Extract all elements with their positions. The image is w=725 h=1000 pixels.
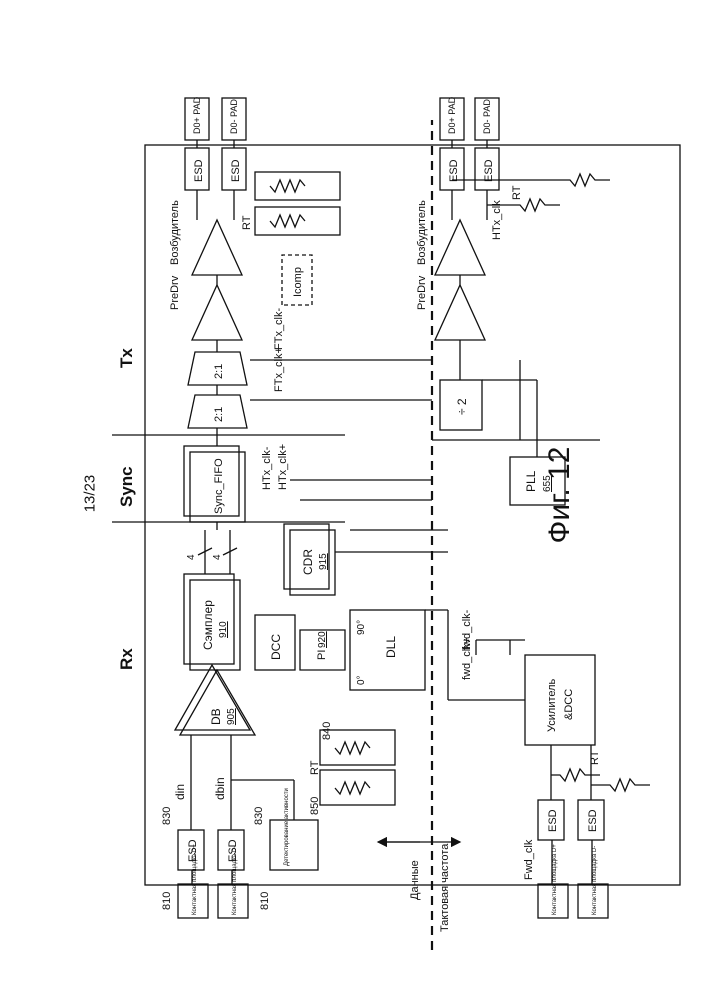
- sampler-label: Сэмплер: [201, 600, 215, 650]
- amp-label: Усилитель: [546, 678, 558, 732]
- bus-width-1: 4: [186, 554, 197, 560]
- tx-rt-label: RT: [241, 215, 253, 230]
- clk-pad-dp-label: Контактная площадка D+: [552, 844, 558, 915]
- signal-fwd-clk-n: fwd_clk-: [461, 609, 473, 650]
- clk-rt-label: RT: [589, 750, 601, 765]
- sync-fifo-label: Sync_FIFO: [213, 458, 225, 514]
- ref-810-top: 810: [161, 892, 173, 910]
- figure-label: Фиг. 12: [543, 395, 577, 595]
- tx-predrv-label: PreDrv: [169, 275, 181, 310]
- mux-2-label: 2:1: [213, 364, 225, 379]
- tx-esd-2-label: ESD: [230, 159, 242, 182]
- ref-840: 840: [321, 722, 333, 740]
- domain-clock-label: Тактовая частота: [439, 843, 451, 932]
- amp-label-2: &DCC: [563, 689, 575, 720]
- icomp-label: Icomp: [292, 267, 304, 297]
- sampler-block: [190, 580, 240, 670]
- tx-predrv: [192, 285, 242, 340]
- signal-dbin: dbin: [213, 777, 227, 800]
- clk-tx-esd-1-label: ESD: [448, 159, 460, 182]
- tx-driver-label: Возбудитель: [169, 200, 181, 265]
- clk-tx-pad-p-label: D0+ PAD: [447, 96, 457, 134]
- rx-esd-2-label: ESD: [227, 839, 239, 862]
- div2-label: ÷ 2: [455, 398, 469, 415]
- section-sync: Sync: [117, 466, 136, 507]
- tx-esd-1-label: ESD: [193, 159, 205, 182]
- tx-driver: [192, 220, 242, 275]
- signal-ftx-clk-p: FTx_clk+: [273, 347, 285, 392]
- activity-detect-label: Детектирование активности: [284, 788, 290, 866]
- tx-pad-d0p-label: D0+ PAD: [192, 96, 202, 134]
- clk-pad-dn-label: Контактная площадка D-: [592, 846, 598, 915]
- clk-tx-esd-2-label: ESD: [483, 159, 495, 182]
- rx-rt-label: RT: [309, 760, 321, 775]
- amp-dcc-block: [525, 655, 595, 745]
- ref-810-bottom: 810: [259, 892, 271, 910]
- ref-830-top: 830: [161, 807, 173, 825]
- cdr-label: CDR: [301, 549, 315, 575]
- signal-ftx-clk-n: FTx_clk-: [273, 308, 285, 351]
- ref-830-bottom: 830: [253, 807, 265, 825]
- signal-fwd-clk-in: Fwd_clk: [523, 839, 535, 880]
- clk-tx-rt-label: RT: [511, 185, 523, 200]
- cdr-ref: 915: [318, 553, 329, 570]
- dll-label: DLL: [384, 636, 398, 658]
- signal-din: din: [173, 784, 187, 800]
- activity-detect-block: [270, 820, 318, 870]
- sampler-ref: 910: [218, 621, 229, 638]
- mux-1-label: 2:1: [213, 407, 225, 422]
- signal-htx-clk: HTx_clk: [491, 200, 503, 240]
- chip-boundary: [145, 145, 680, 885]
- pll-label: PLL: [524, 470, 538, 492]
- clk-tx-predrv-label: PreDrv: [416, 275, 428, 310]
- clk-esd-1-label: ESD: [547, 809, 559, 832]
- signal-htx-clk-n: HTx_clk-: [261, 446, 273, 490]
- clk-esd-2-label: ESD: [587, 809, 599, 832]
- domain-data-label: Данные: [409, 860, 421, 900]
- db-ref: 905: [226, 708, 237, 725]
- dll-90-deg: 90°: [356, 620, 367, 635]
- tx-pad-d0n-label: D0- PAD: [229, 99, 239, 134]
- signal-htx-clk-p: HTx_clk+: [277, 444, 289, 490]
- dll-0-deg: 0°: [356, 675, 367, 685]
- clk-tx-pad-n-label: D0- PAD: [482, 99, 492, 134]
- pi-label: PI: [316, 650, 328, 660]
- db-label: DB: [209, 708, 223, 725]
- pi-ref: 920: [317, 631, 328, 648]
- dcc-label: DCC: [269, 634, 283, 660]
- section-tx: Tx: [117, 348, 136, 368]
- bus-width-2: 4: [212, 554, 223, 560]
- clk-tx-driver: [435, 220, 485, 275]
- ref-850: 850: [309, 797, 321, 815]
- rx-esd-1-label: ESD: [187, 839, 199, 862]
- section-rx: Rx: [117, 648, 136, 670]
- clk-tx-predrv: [435, 285, 485, 340]
- clk-tx-driver-label: Возбудитель: [416, 200, 428, 265]
